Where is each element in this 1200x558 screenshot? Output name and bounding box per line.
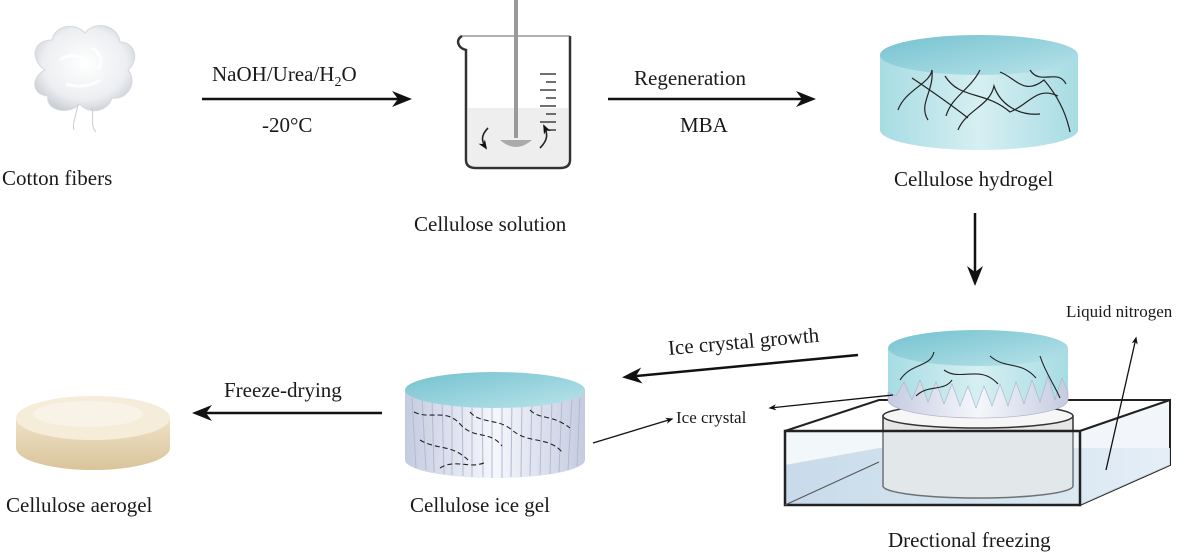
cellulose-solution-label: Cellulose solution <box>414 212 567 236</box>
ice-crystal-label: Ice crystal <box>676 408 747 427</box>
beaker-icon <box>456 0 572 170</box>
aerogel-disc <box>16 396 170 470</box>
crosslinker-label: MBA <box>680 113 728 137</box>
liquid-nitrogen-pointer <box>1105 336 1138 471</box>
cotton-fibers-label: Cotton fibers <box>2 166 113 190</box>
hydrogel-cylinder <box>880 35 1078 150</box>
cotton-fibers-image <box>34 25 136 133</box>
cellulose-hydrogel-label: Cellulose hydrogel <box>894 167 1054 191</box>
ice-growth-arrow <box>622 353 859 384</box>
directional-freezing-label: Drectional freezing <box>888 528 1051 552</box>
freeze-drying-label: Freeze-drying <box>224 378 342 402</box>
ice-crystal-pointer-right <box>592 417 674 444</box>
liquid-nitrogen-label: Liquid nitrogen <box>1066 302 1173 321</box>
dissolution-temperature-label: -20°C <box>262 113 313 137</box>
ice-crystal-pointer-left <box>768 394 894 411</box>
cellulose-aerogel-label: Cellulose aerogel <box>6 493 153 517</box>
cellulose-ice-gel-label: Cellulose ice gel <box>410 493 550 517</box>
freezing-container <box>783 398 1171 507</box>
regeneration-label: Regeneration <box>634 66 746 90</box>
dissolution-reagent-label: NaOH/Urea/H2O <box>212 62 357 91</box>
freezing-gel-cylinder <box>887 330 1069 419</box>
ice-gel-cylinder <box>405 372 585 478</box>
